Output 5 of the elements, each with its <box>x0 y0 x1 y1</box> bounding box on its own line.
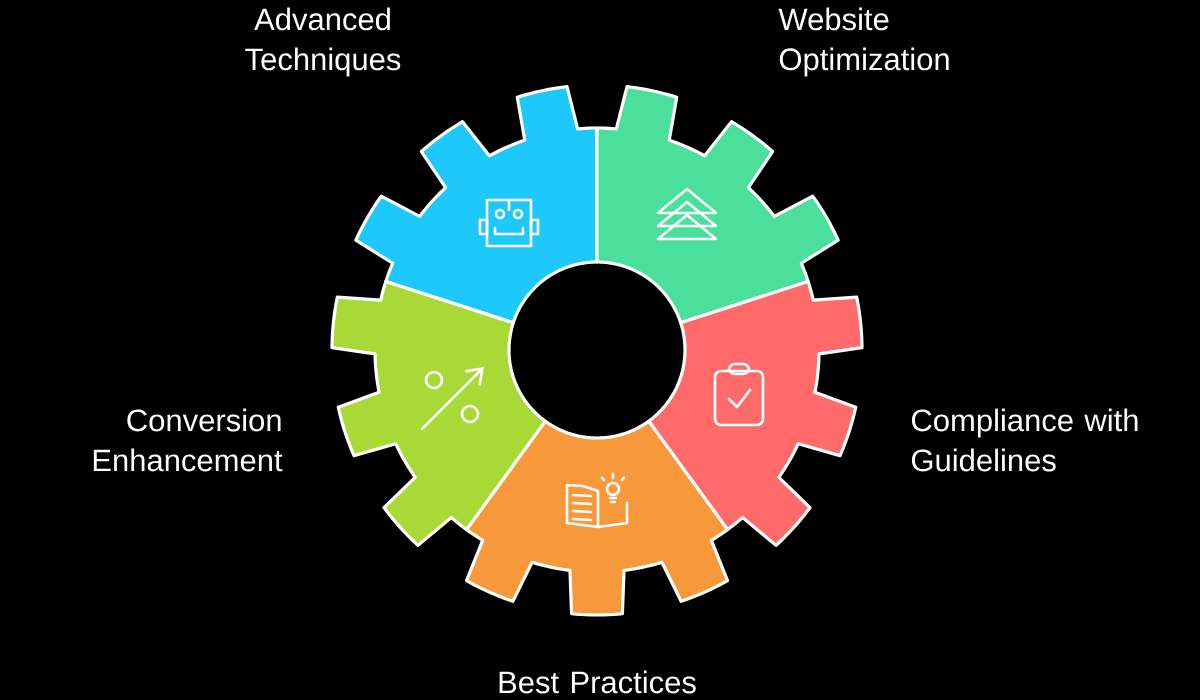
segment-label: Website Optimization <box>778 7 949 77</box>
segment-label: Best Practices <box>499 670 696 694</box>
segment-label: Compliance with Guidelines <box>911 408 1138 472</box>
segment-label: Conversion Enhancement <box>93 408 283 472</box>
segment-label: Advanced Techniques <box>245 7 401 77</box>
